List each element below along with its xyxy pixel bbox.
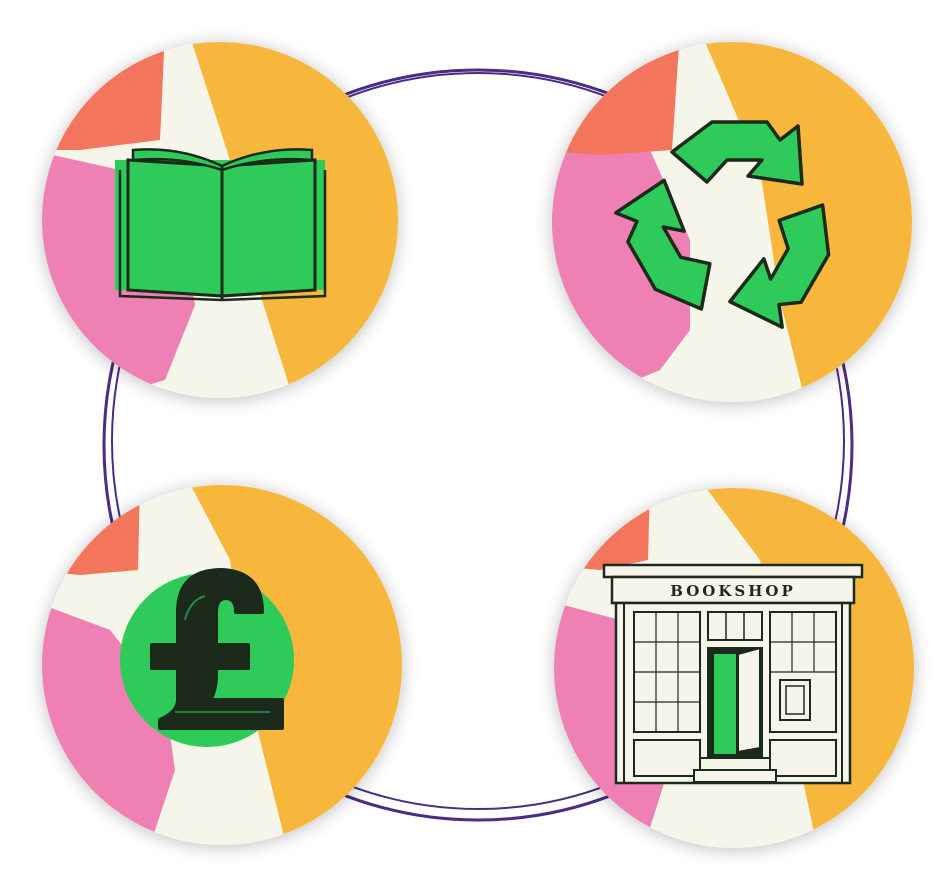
bookshop-sign-text: BOOKSHOP: [670, 582, 795, 600]
node-pound: [42, 485, 402, 845]
connecting-ring: [102, 68, 854, 822]
node-book: [42, 42, 398, 398]
node-bookshop: BOOKSHOP: [554, 488, 914, 848]
recycle-icon: [608, 120, 851, 335]
bookshop-storefront-icon: [602, 563, 864, 785]
pound-sign-icon: [120, 568, 294, 747]
open-book-icon: [115, 148, 327, 302]
